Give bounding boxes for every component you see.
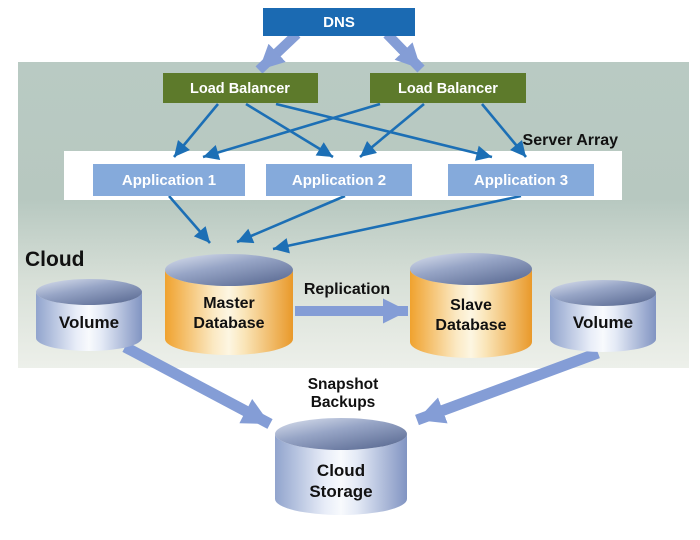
volume-left-top	[36, 279, 142, 305]
load-balancer-left-box	[163, 73, 318, 103]
slave-database-cylinder: Slave Database	[410, 253, 532, 358]
cloud-storage-label-line2: Storage	[309, 482, 372, 501]
slave-database-top	[410, 253, 532, 285]
application-3-box	[448, 164, 594, 196]
application-1-box	[93, 164, 245, 196]
volume-left-label: Volume	[59, 313, 119, 332]
load-balancer-left-label: Load Balancer	[190, 81, 290, 97]
slave-database-body	[410, 269, 532, 358]
volume-left-cylinder: Volume	[36, 279, 142, 351]
cloud-region-label: Cloud	[25, 248, 84, 271]
cloud-storage-body	[275, 434, 407, 515]
arrow-dns-to-load-balancer-left	[255, 30, 301, 74]
cloud-storage-cylinder: Cloud Storage	[275, 418, 407, 515]
application-2-box	[266, 164, 412, 196]
application-2-label: Application 2	[292, 172, 386, 189]
volume-left-body	[36, 292, 142, 351]
volume-right-cylinder: Volume	[550, 280, 656, 352]
arrow-lb-right-to-app-3	[480, 103, 528, 158]
master-database-body	[165, 270, 293, 355]
arrow-lb-right-to-app-2	[359, 102, 425, 159]
arrow-app-3-to-master-database	[272, 194, 522, 254]
volume-right-top	[550, 280, 656, 306]
server-array-label: Server Array	[523, 132, 619, 149]
arrow-app-2-to-master-database	[236, 194, 346, 244]
replication-label: Replication	[304, 281, 390, 298]
master-database-top	[165, 254, 293, 286]
volume-right-body	[550, 293, 656, 352]
volume-right-label: Volume	[573, 313, 633, 332]
application-1-label: Application 1	[122, 172, 216, 189]
cloud-storage-top	[275, 418, 407, 450]
snapshot-backups-label-line2: Backups	[311, 394, 376, 411]
load-balancer-right-box	[370, 73, 526, 103]
arrow-app-1-to-master-database	[168, 195, 211, 244]
arrow-dns-to-load-balancer-right	[383, 30, 425, 73]
slave-database-label-line1: Slave	[450, 297, 492, 314]
master-database-label-line1: Master	[203, 295, 255, 312]
slave-database-label-line2: Database	[435, 317, 506, 334]
arrow-lb-right-to-app-1	[202, 102, 381, 160]
arrow-lb-left-to-app-1	[172, 103, 220, 158]
application-3-label: Application 3	[474, 172, 568, 189]
dns-label: DNS	[323, 14, 355, 31]
load-balancer-right-label: Load Balancer	[398, 81, 498, 97]
arrow-volume-right-to-cloud-storage	[415, 347, 600, 426]
snapshot-backups-label-line1: Snapshot	[308, 376, 379, 393]
master-database-cylinder: Master Database	[165, 254, 293, 355]
arrow-lb-left-to-app-3	[275, 102, 493, 161]
cloud-storage-label-line1: Cloud	[317, 461, 365, 480]
master-database-label-line2: Database	[193, 315, 264, 332]
arrow-volume-left-to-cloud-storage	[122, 342, 273, 429]
dns-box	[263, 8, 415, 36]
